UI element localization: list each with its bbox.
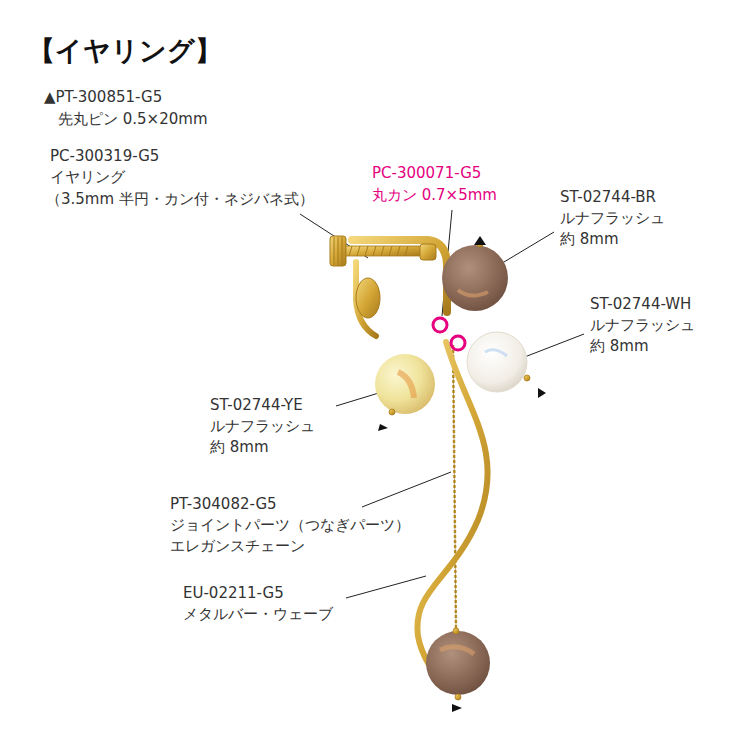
part-label: PC-300319-G5 <box>50 147 159 166</box>
part-label: イヤリング <box>50 168 125 187</box>
beads <box>375 245 527 695</box>
chain <box>453 345 456 630</box>
part-label: 約 8mm <box>560 230 619 249</box>
part-label: ST-02744-YE <box>210 396 303 415</box>
part-label: 丸カン 0.7×5mm <box>372 186 497 205</box>
part-label: ▲PT-300851-G5 <box>44 88 162 107</box>
part-label: EU-02211-G5 <box>183 584 284 603</box>
earring-clip <box>330 236 447 336</box>
part-label: PT-304082-G5 <box>170 495 277 514</box>
part-label: （3.5mm 半円・カン付・ネジバネ式） <box>46 190 314 209</box>
part-label: メタルバー・ウェーブ <box>183 605 333 624</box>
part-label: エレガンスチェーン <box>170 537 305 556</box>
part-label: ST-02744-BR <box>560 188 656 207</box>
part-label: PC-300071-G5 <box>372 164 481 183</box>
pin-markers <box>378 236 546 712</box>
part-label: ST-02744-WH <box>590 295 691 314</box>
page-title: 【イヤリング】 <box>28 34 222 68</box>
part-label: ジョイントパーツ（つなぎパーツ） <box>170 516 410 535</box>
head-pins <box>389 241 530 700</box>
part-label: ルナフラッシュ <box>210 417 315 436</box>
jump-rings <box>433 318 465 350</box>
part-label: ルナフラッシュ <box>560 209 665 228</box>
leader-lines <box>300 210 584 598</box>
part-label: 先丸ピン 0.5×20mm <box>58 110 208 129</box>
part-label: ルナフラッシュ <box>590 316 695 335</box>
part-label: 約 8mm <box>590 337 649 356</box>
part-label: 約 8mm <box>210 438 269 457</box>
